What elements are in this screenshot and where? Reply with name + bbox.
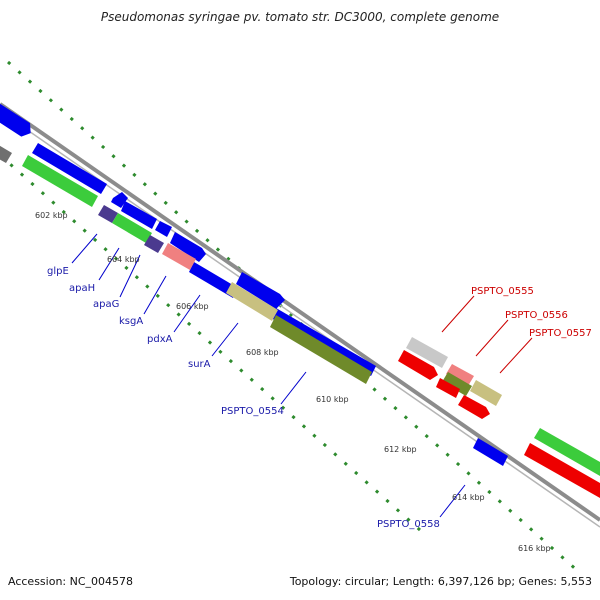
reverse-gene-labels: PSPTO_0555 PSPTO_0556 PSPTO_0557 bbox=[471, 286, 592, 339]
gene-arrow-apaG[interactable] bbox=[155, 221, 172, 237]
feature-band bbox=[270, 315, 372, 384]
gene-arrow-glpE[interactable] bbox=[111, 192, 128, 208]
outer-tick-track bbox=[7, 60, 581, 575]
scale-label: 614 kbp bbox=[452, 493, 485, 502]
gene-label-apaG[interactable]: apaG bbox=[93, 299, 119, 310]
feature-band bbox=[446, 364, 474, 386]
feature-band bbox=[112, 213, 152, 243]
gene-label-PSPTO_0556[interactable]: PSPTO_0556 bbox=[505, 310, 568, 321]
feature-band bbox=[470, 380, 502, 406]
feature-band bbox=[144, 235, 164, 253]
forward-gene-track bbox=[0, 102, 35, 139]
gene-arrow[interactable] bbox=[0, 102, 35, 139]
scale-label: 610 kbp bbox=[316, 395, 349, 404]
feature-band bbox=[98, 205, 118, 223]
feature-band bbox=[534, 428, 600, 476]
scale-labels: 602 kbp 604 kbp 606 kbp 608 kbp 610 kbp … bbox=[35, 211, 551, 553]
gene-arrow-apaH[interactable] bbox=[121, 201, 157, 229]
gene-arrow-PSPTO_0558[interactable] bbox=[473, 438, 508, 466]
forward-gene-labels: glpE apaH apaG ksgA pdxA surA PSPTO_0554… bbox=[47, 266, 440, 530]
gene-arrow-pdxA[interactable] bbox=[189, 262, 238, 298]
feature-band bbox=[226, 282, 278, 321]
gene-label-PSPTO_0558[interactable]: PSPTO_0558 bbox=[377, 519, 440, 530]
feature-band bbox=[162, 243, 196, 270]
gene-arrow[interactable] bbox=[32, 143, 107, 194]
gene-arrow-ksgA[interactable] bbox=[170, 232, 206, 262]
feature-band bbox=[406, 337, 448, 368]
scale-label: 608 kbp bbox=[246, 348, 279, 357]
scale-label: 604 kbp bbox=[107, 255, 140, 264]
feature-band bbox=[442, 372, 472, 396]
gene-arrow-PSPTO_0556[interactable] bbox=[436, 378, 460, 398]
gene-label-apaH[interactable]: apaH bbox=[69, 283, 95, 294]
genome-summary-text: Topology: circular; Length: 6,397,126 bp… bbox=[289, 575, 592, 588]
gene-label-PSPTO_0554[interactable]: PSPTO_0554 bbox=[221, 406, 284, 417]
gene-label-ksgA[interactable]: ksgA bbox=[119, 316, 143, 327]
gene-label-surA[interactable]: surA bbox=[188, 359, 211, 370]
gene-arrow-surA[interactable] bbox=[236, 272, 285, 309]
feature-band bbox=[0, 145, 12, 163]
scale-label: 606 kbp bbox=[176, 302, 209, 311]
inner-tick-track bbox=[0, 153, 421, 532]
scale-label: 602 kbp bbox=[35, 211, 68, 220]
gene-arrow-PSPTO_0555[interactable] bbox=[398, 350, 438, 380]
gene-label-glpE[interactable]: glpE bbox=[47, 266, 69, 277]
feature-band bbox=[22, 155, 98, 207]
gene-label-pdxA[interactable]: pdxA bbox=[147, 334, 173, 345]
gene-label-PSPTO_0557[interactable]: PSPTO_0557 bbox=[529, 328, 592, 339]
accession-text: Accession: NC_004578 bbox=[8, 575, 134, 588]
scale-label: 616 kbp bbox=[518, 544, 551, 553]
gene-arrow-PSPTO_0557[interactable] bbox=[458, 395, 490, 419]
gene-arrow[interactable] bbox=[524, 443, 600, 498]
gene-label-PSPTO_0555[interactable]: PSPTO_0555 bbox=[471, 286, 534, 297]
genome-backbone bbox=[0, 102, 600, 522]
reverse-leader-lines bbox=[441, 295, 533, 374]
scale-label: 612 kbp bbox=[384, 445, 417, 454]
forward-leader-lines bbox=[71, 233, 466, 518]
map-title: Pseudomonas syringae pv. tomato str. DC3… bbox=[100, 10, 500, 24]
